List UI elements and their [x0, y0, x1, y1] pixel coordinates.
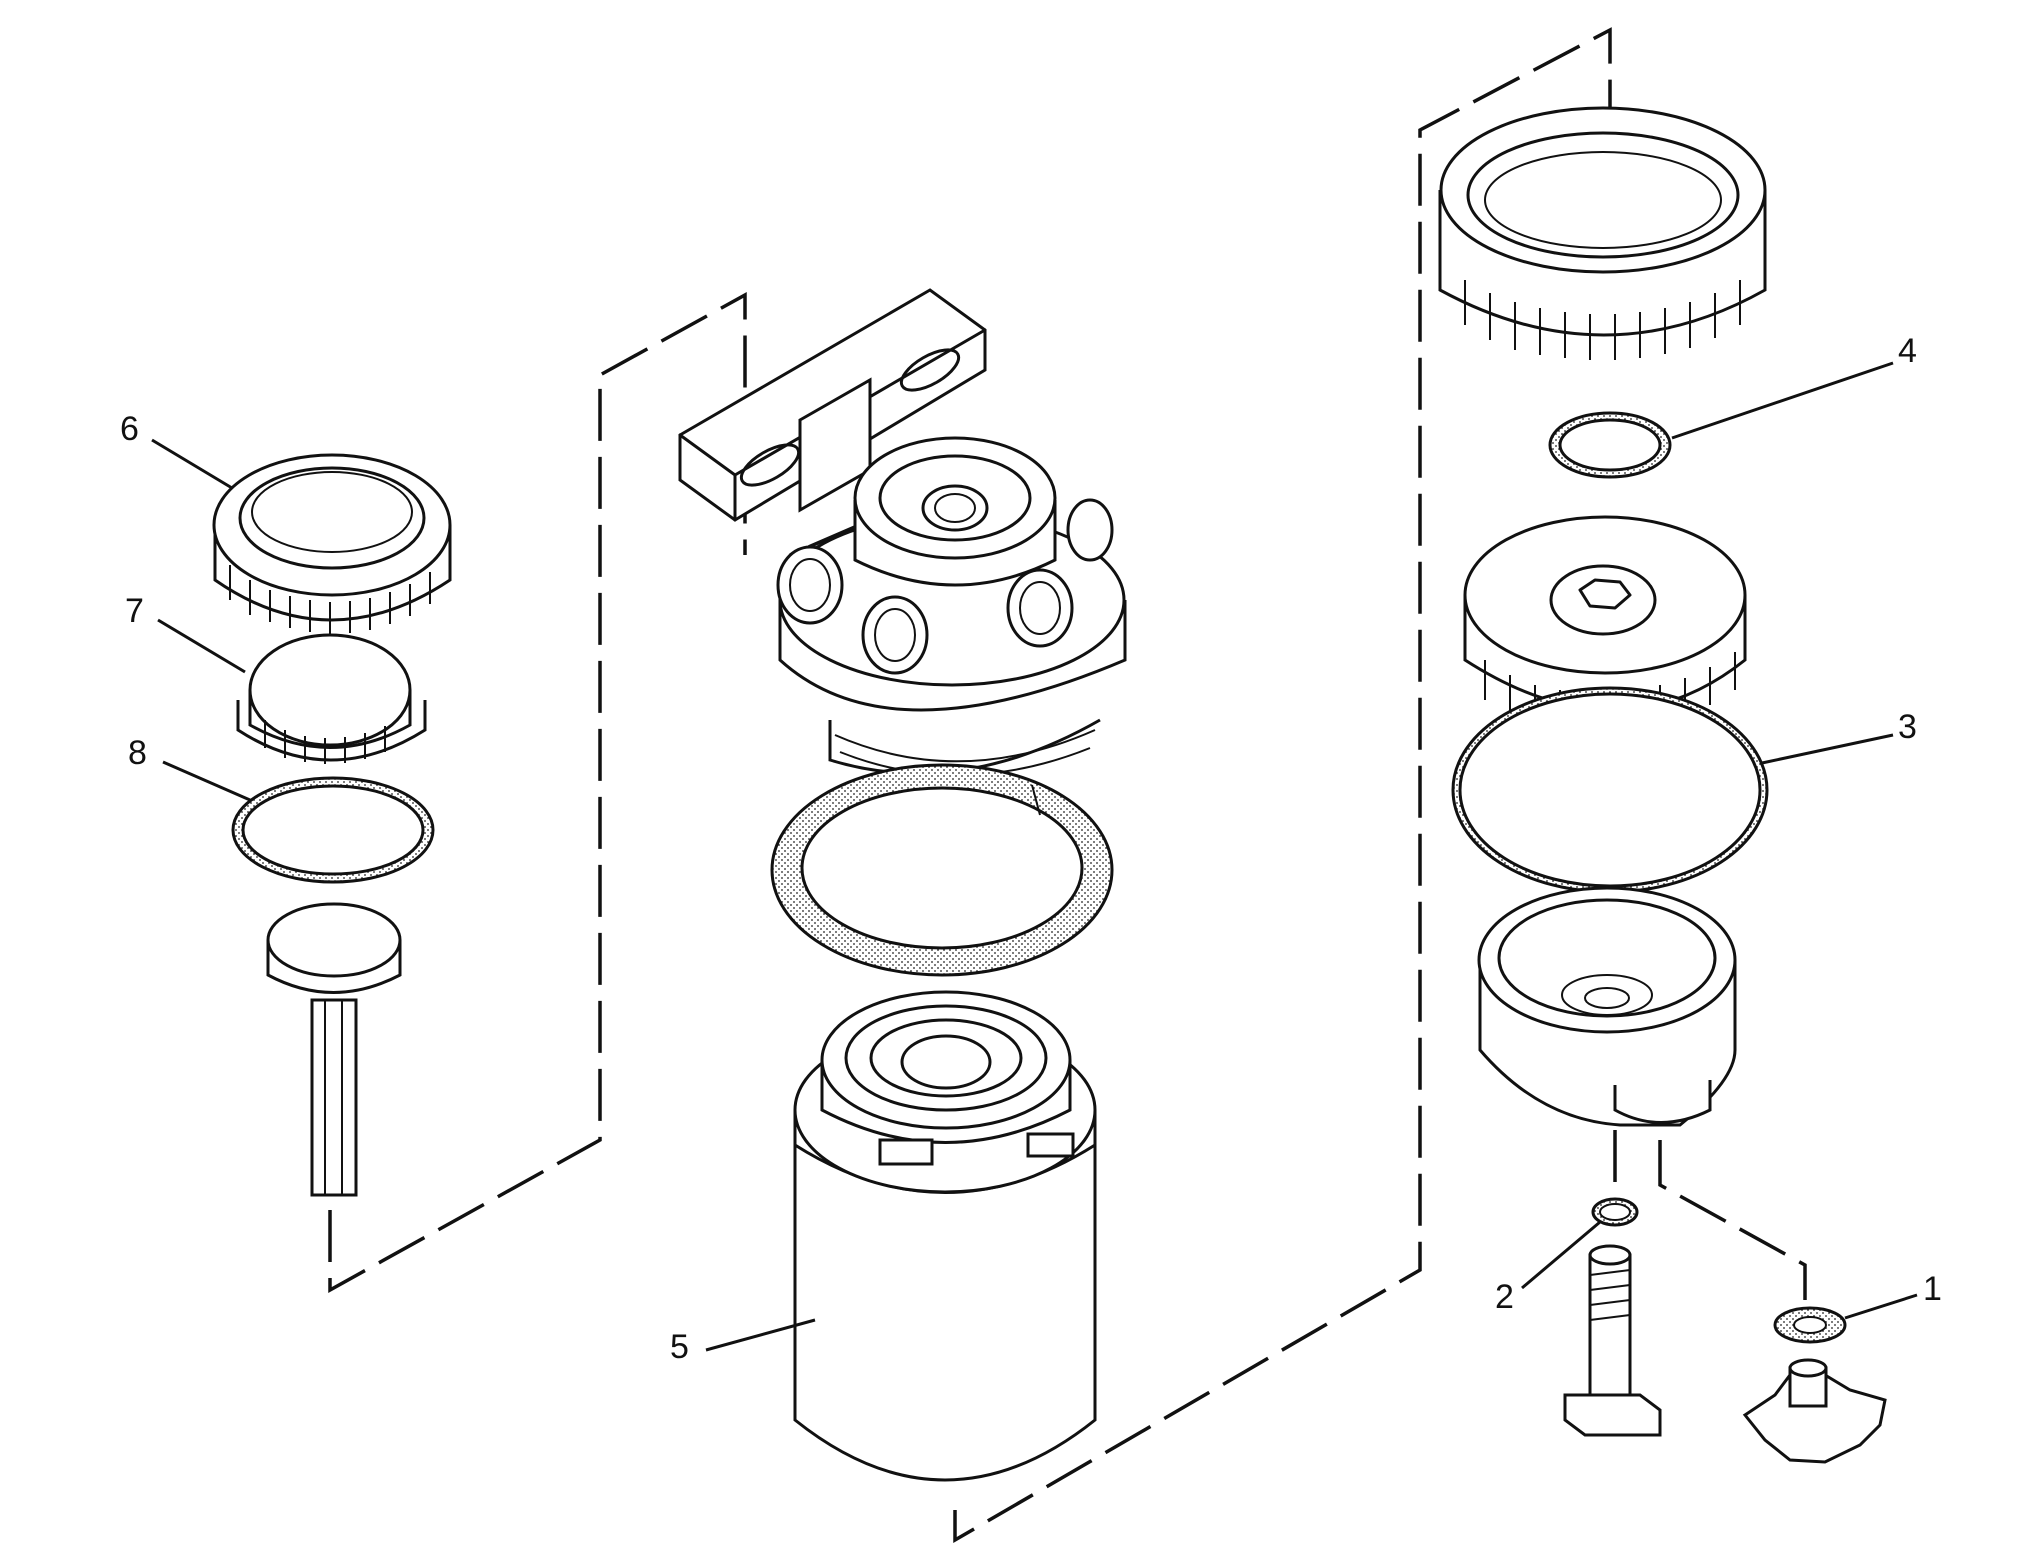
part-1-washer [1773, 1306, 1847, 1344]
callout-labels: 6 7 8 4 3 5 2 1 [120, 332, 1942, 1366]
callout-6: 6 [120, 410, 139, 448]
callout-2: 2 [1495, 1278, 1514, 1316]
callout-7: 7 [125, 592, 144, 630]
level-probe [266, 902, 402, 1197]
head-gasket [770, 763, 1114, 977]
part-4-o-ring [1548, 411, 1672, 479]
part-2-washer [1591, 1197, 1639, 1227]
callout-4: 4 [1898, 332, 1917, 370]
callout-3: 3 [1898, 708, 1917, 746]
leader-lines [151, 361, 1918, 1352]
top-retaining-ring [1438, 106, 1767, 360]
callout-1: 1 [1923, 1270, 1942, 1308]
water-bowl [1477, 886, 1737, 1127]
filter-head [678, 288, 1127, 777]
drain-bolt [1563, 1244, 1662, 1437]
part-5-filter-element [793, 990, 1097, 1482]
part-7-cap [236, 633, 427, 764]
bowl-cover [1463, 515, 1747, 730]
part-3-o-ring [1451, 686, 1769, 894]
callout-5: 5 [670, 1328, 689, 1366]
part-8-o-ring [231, 776, 435, 884]
callout-8: 8 [128, 734, 147, 772]
drain-knob [1742, 1358, 1887, 1464]
part-6-ring-nut [212, 453, 452, 634]
